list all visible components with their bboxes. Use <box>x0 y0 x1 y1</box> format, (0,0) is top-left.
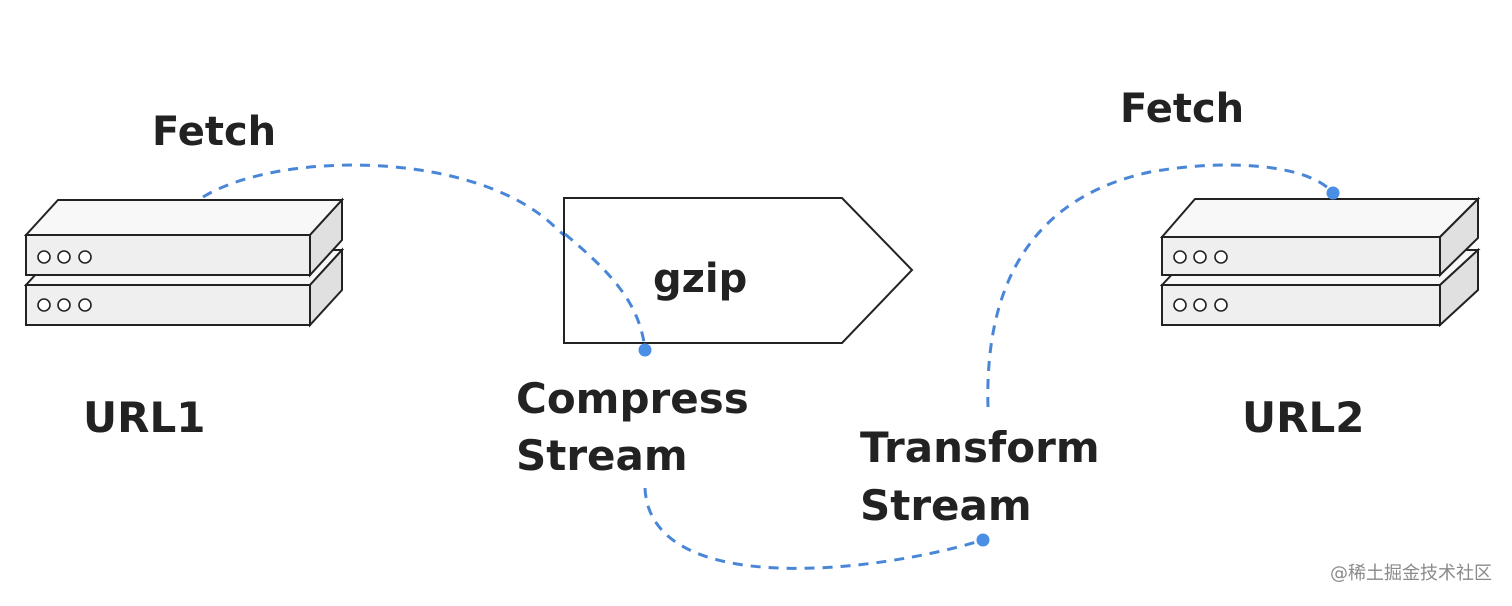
server-status-lights-icon <box>1173 298 1228 312</box>
gzip-label: gzip <box>653 256 747 302</box>
connector-transform-to-url2 <box>986 163 1335 408</box>
server-status-lights-icon <box>37 298 92 312</box>
watermark-text: @稀土掘金技术社区 <box>1330 563 1492 584</box>
server-status-lights-icon <box>1173 250 1228 264</box>
transform-stream-label-line1: Transform <box>860 423 1100 472</box>
connector-over-gzip <box>564 232 647 351</box>
connection-dot-url2 <box>1326 186 1340 200</box>
gzip-box: gzip <box>563 197 914 344</box>
fetch-label-right: Fetch <box>1120 86 1244 132</box>
server-url1 <box>23 197 345 328</box>
server-status-lights-icon <box>37 250 92 264</box>
connection-dot-transform <box>976 533 990 547</box>
connector-compress-to-transform <box>643 487 984 570</box>
compress-stream-label-line1: Compress <box>516 374 749 423</box>
url1-label: URL1 <box>83 393 205 442</box>
connector-url1-to-compress <box>202 163 647 351</box>
server-url2 <box>1159 196 1481 328</box>
transform-stream-label-line2: Stream <box>860 481 1032 530</box>
compress-stream-label-line2: Stream <box>516 431 688 480</box>
fetch-label-left: Fetch <box>152 109 276 155</box>
url2-label: URL2 <box>1242 393 1364 442</box>
connection-dot-compress <box>638 343 652 357</box>
